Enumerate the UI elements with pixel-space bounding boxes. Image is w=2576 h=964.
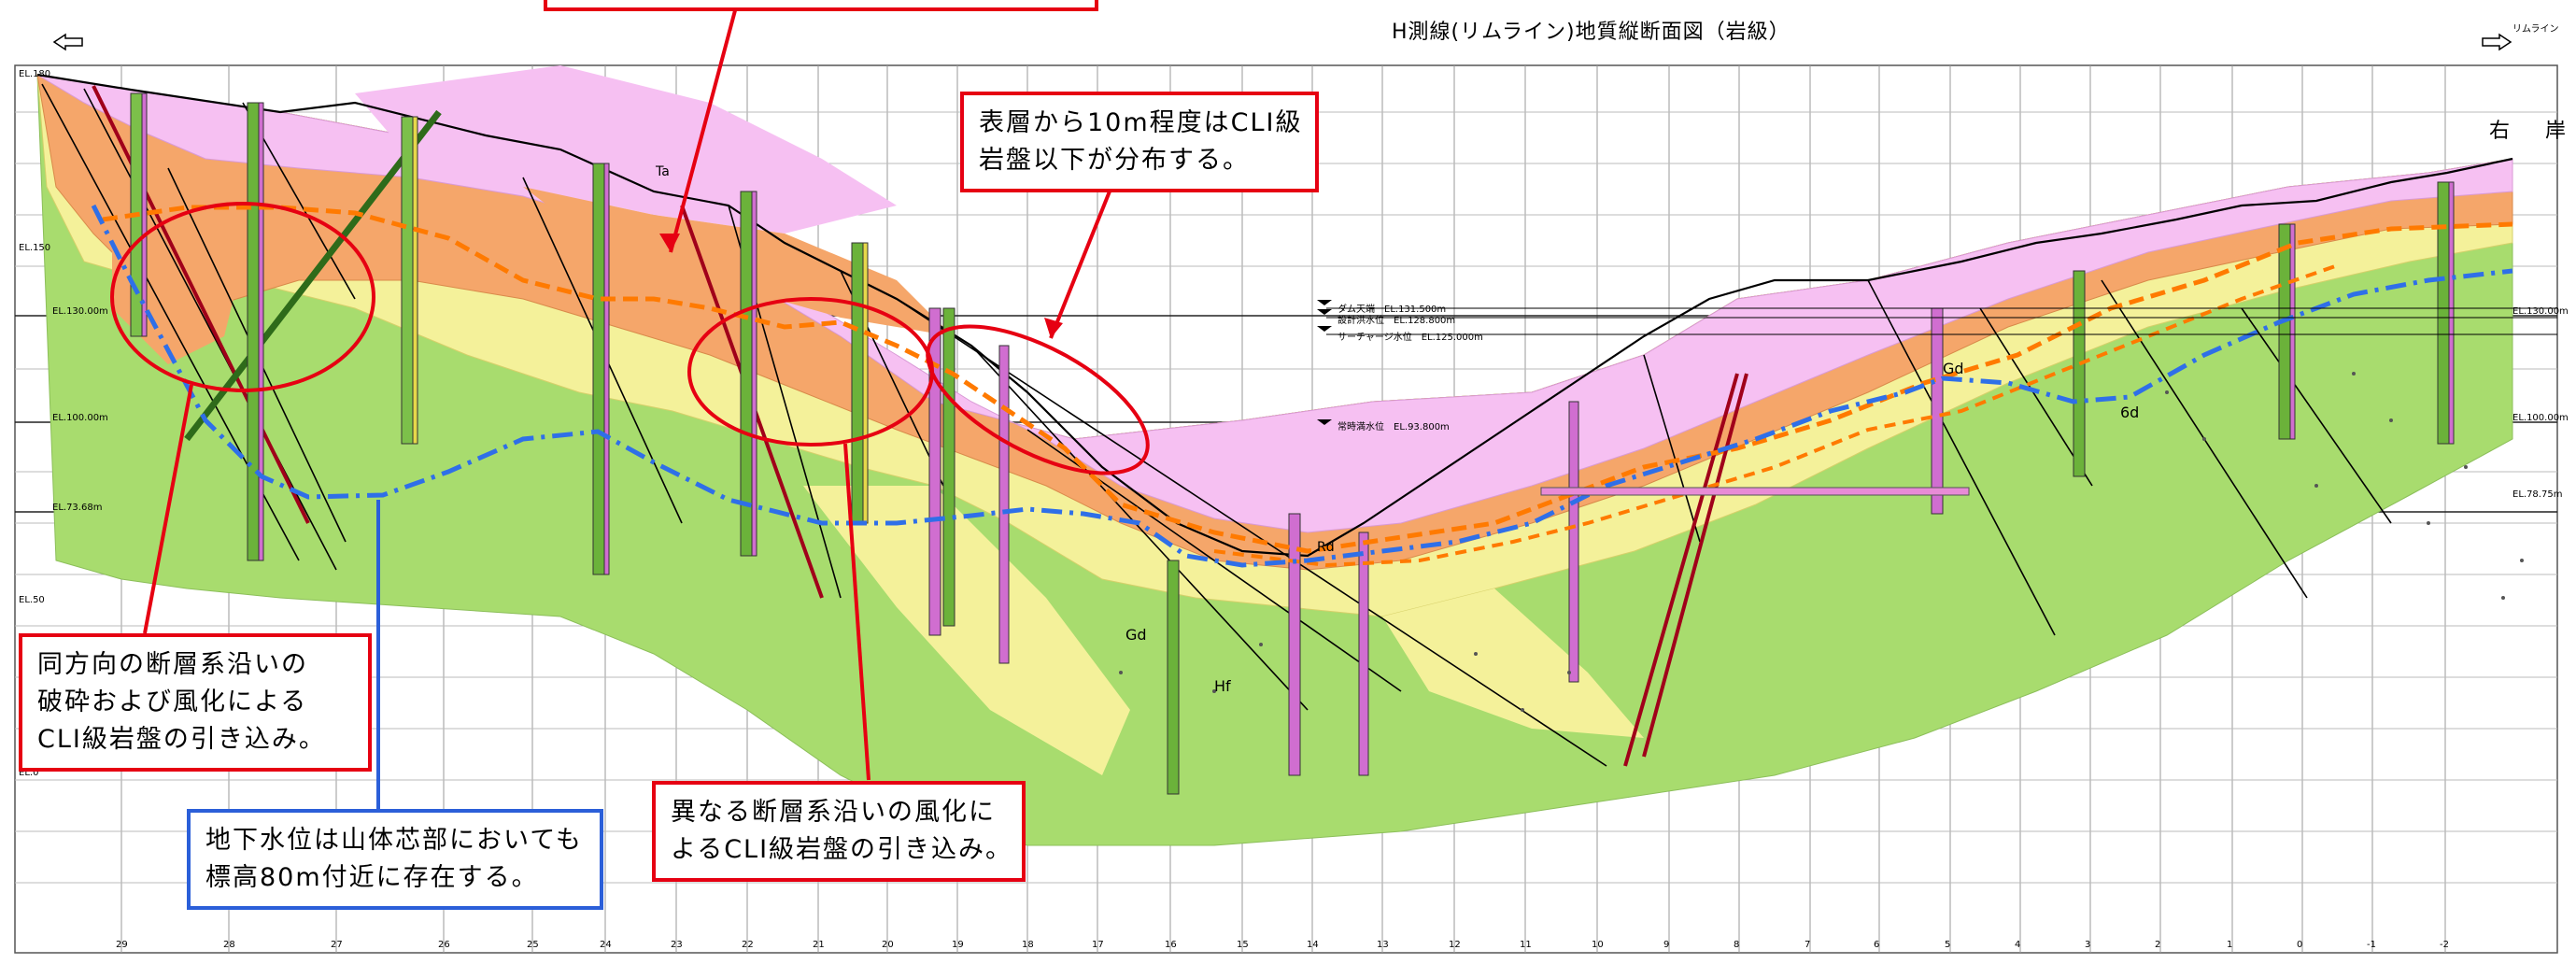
adit-tunnel [1540, 487, 1970, 496]
water-level-lines [1326, 307, 2557, 335]
rock-label-hf: Hf [1214, 677, 1231, 695]
station-label: 26 [438, 940, 450, 950]
station-label: 0 [2297, 940, 2303, 950]
right-elevation-130: EL.130.00m [2512, 306, 2569, 317]
callout-surface-line-1: 表層から10m程度はCLⅠ級 [979, 108, 1303, 137]
left-elevation-50: EL.50 [19, 595, 45, 605]
callout-fault-diff-line-1: 異なる断層系沿いの風化に [671, 798, 996, 827]
left-elevation-150: EL.150 [19, 243, 51, 253]
station-label: 25 [527, 940, 539, 950]
boreholes [130, 92, 2455, 795]
right-elevation-100: EL.100.00m [2512, 413, 2569, 423]
callout-fault-same-line-1: 同方向の断層系沿いの [37, 650, 308, 679]
station-label: 14 [1307, 940, 1319, 950]
callout-fault-diff-line-2: よるCLⅠ級岩盤の引き込み。 [671, 835, 1013, 864]
station-label: 4 [2015, 940, 2021, 950]
clii-boundary-line [1213, 264, 2336, 568]
zone-yellow-lobe-1 [803, 486, 1130, 775]
direction-arrows [52, 33, 2512, 51]
right-elevation-78: EL.78.75m [2512, 489, 2563, 500]
callout-surface-cli: 表層から10m程度はCLⅠ級 岩盤以下が分布する。 [960, 92, 1319, 192]
right-bank-label: 右 岸 [2489, 120, 2574, 143]
station-label: 22 [742, 940, 754, 950]
station-label: 7 [1805, 940, 1811, 950]
station-label: 5 [1945, 940, 1951, 950]
water-level-design-flood: 設計洪水位 EL.128.800m [1338, 316, 1456, 326]
water-level-surcharge: サーチャージ水位 EL.125.000m [1338, 333, 1483, 343]
cli-boundary-line [102, 205, 2513, 554]
station-label: 13 [1377, 940, 1389, 950]
rock-label-rd: Rd [1317, 540, 1335, 555]
station-label: -2 [2440, 940, 2449, 950]
rock-label-gd-right: Gd [1943, 360, 1964, 377]
rim-line-label: リムライン [2512, 24, 2559, 35]
leader-arrowheads [659, 234, 1063, 338]
zone-pink-upper-left [355, 65, 897, 234]
callout-groundwater-line-1: 地下水位は山体芯部においても [205, 826, 583, 855]
right-direction-arrow-icon [2482, 33, 2512, 51]
rock-label-ta: Ta [656, 164, 670, 179]
highlight-ellipses [110, 202, 1150, 475]
callout-groundwater-line-2: 標高80m付近に存在する。 [205, 863, 539, 892]
left-elevation-130: EL.130.00m [52, 306, 108, 317]
water-level-normal-full: 常時満水位 EL.93.800m [1338, 422, 1450, 432]
water-level-dam-crest: ダム天端 EL.131.500m [1338, 305, 1447, 315]
top-callout-box-clipped [544, 0, 1098, 11]
station-label: 10 [1592, 940, 1604, 950]
station-label: 19 [952, 940, 964, 950]
callout-surface-line-2: 岩盤以下が分布する。 [979, 146, 1250, 175]
station-label: 15 [1237, 940, 1249, 950]
callout-fault-same-line-2: 破砕および風化による [37, 688, 308, 716]
callout-fault-same-line-3: CLⅠ級岩盤の引き込み。 [37, 725, 326, 754]
station-label: 28 [223, 940, 235, 950]
ground-surface-line [36, 73, 2513, 558]
zone-yellow-lobe-2 [1382, 588, 1644, 738]
station-label: 1 [2227, 940, 2233, 950]
callout-groundwater: 地下水位は山体芯部においても 標高80m付近に存在する。 [187, 809, 603, 910]
station-label: 29 [116, 940, 128, 950]
station-label: 9 [1663, 940, 1670, 950]
fault-line-cross [184, 109, 442, 442]
station-label: 12 [1449, 940, 1461, 950]
callout-fault-same-direction: 同方向の断層系沿いの 破砕および風化による CLⅠ級岩盤の引き込み。 [19, 633, 372, 772]
left-direction-arrow-icon [52, 33, 83, 51]
left-elevation-73: EL.73.68m [52, 503, 103, 513]
station-label: 17 [1092, 940, 1104, 950]
station-label: 24 [600, 940, 612, 950]
station-label: 16 [1165, 940, 1177, 950]
water-level-markers [1317, 300, 1332, 425]
left-elevation-0: EL.0 [19, 768, 39, 778]
station-label: 20 [882, 940, 894, 950]
groundwater-level-line [91, 204, 2513, 568]
left-elevation-180: EL.180 [19, 69, 51, 79]
station-label: 8 [1734, 940, 1740, 950]
station-label: 6 [1874, 940, 1880, 950]
station-label: 23 [671, 940, 683, 950]
drawing-frame [14, 64, 2558, 954]
rock-label-gd: Gd [1125, 626, 1147, 644]
rock-label-6d: 6d [2120, 404, 2140, 421]
station-label: -1 [2367, 940, 2376, 950]
station-label: 27 [331, 940, 343, 950]
left-elevation-100: EL.100.00m [52, 413, 108, 423]
station-label: 18 [1022, 940, 1034, 950]
station-label: 2 [2155, 940, 2161, 950]
station-label: 21 [813, 940, 825, 950]
station-label: 3 [2085, 940, 2091, 950]
station-label: 11 [1520, 940, 1532, 950]
callout-fault-different: 異なる断層系沿いの風化に よるCLⅠ級岩盤の引き込み。 [652, 781, 1026, 882]
rock-symbols [1119, 372, 2524, 712]
zone-orange-upper-band [523, 187, 953, 336]
drawing-title: H測線(リムライン)地質縦断面図（岩級） [1392, 21, 1790, 44]
